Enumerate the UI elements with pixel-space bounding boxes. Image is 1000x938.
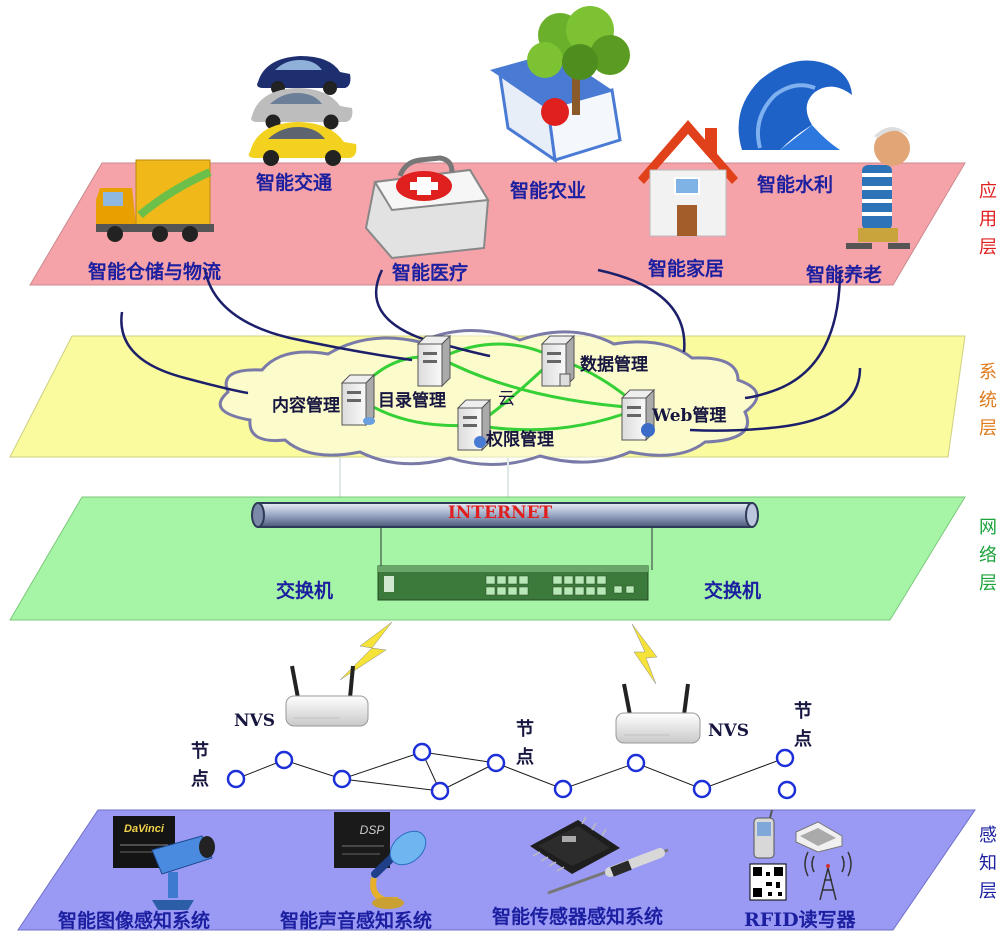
- sensor-node: [692, 779, 712, 799]
- perception-label-sound: 智能声音感知系统: [280, 910, 433, 932]
- perception-label-image: 智能图像感知系统: [58, 910, 211, 932]
- app-label-water: 智能水利: [757, 174, 834, 196]
- server-label-web: Web管理: [652, 406, 727, 426]
- first-aid-kit-icon: [364, 155, 490, 260]
- agriculture-icon: [490, 6, 630, 164]
- sensor-node: [775, 748, 795, 768]
- app-label-agriculture: 智能农业: [510, 180, 587, 202]
- sensor-node: [777, 780, 797, 800]
- nvs-label-right: NVS: [708, 721, 750, 741]
- dsp-chip-text: DSP: [360, 823, 385, 837]
- node-label: 节点: [191, 741, 209, 790]
- node-label: 节点: [794, 701, 812, 750]
- side-label-application: 应用层: [979, 181, 997, 258]
- camera-icon: [151, 835, 215, 910]
- qr-code-icon: [749, 863, 787, 901]
- sensor-node: [626, 753, 646, 773]
- app-label-logistics: 智能仓储与物流: [88, 261, 222, 283]
- server-icon: [416, 334, 452, 388]
- davinci-chip-text: DaVinci: [124, 823, 165, 835]
- router-icon: [285, 665, 369, 727]
- dsp-chip-icon: DSP: [334, 812, 390, 868]
- car-icon: [251, 88, 353, 130]
- switch-icon: [377, 565, 649, 601]
- sensor-node: [332, 769, 352, 789]
- wireless-signal-icon: [631, 623, 658, 685]
- router-icon: [615, 683, 701, 744]
- processor-chip-icon: [530, 816, 620, 874]
- app-label-home: 智能家居: [648, 258, 725, 280]
- connection-curves: [120, 268, 862, 432]
- truck-icon: [96, 159, 214, 242]
- server-label-permission: 权限管理: [486, 430, 554, 450]
- server-icon: [456, 398, 492, 452]
- perception-plane: [17, 809, 976, 931]
- water-icon: [738, 60, 852, 150]
- sensor-node: [430, 781, 450, 801]
- antenna-tower-icon: [804, 851, 852, 901]
- app-label-medical: 智能医疗: [392, 262, 469, 284]
- switch-label-left: 交换机: [276, 580, 334, 602]
- server-label-data: 数据管理: [580, 355, 648, 375]
- node-markers: [226, 742, 797, 801]
- switch-label-right: 交换机: [704, 580, 762, 602]
- cloud-label: 云: [498, 389, 515, 409]
- server-label-directory: 目录管理: [378, 391, 446, 411]
- application-plane: [29, 162, 966, 286]
- side-label-network: 网络层: [979, 517, 997, 594]
- perception-label-sensor: 智能传感器感知系统: [492, 906, 664, 928]
- sensor-node: [412, 742, 432, 762]
- server-icon: [340, 373, 376, 427]
- app-label-traffic: 智能交通: [256, 172, 333, 194]
- side-label-system: 系统层: [979, 362, 997, 439]
- server-label-content: 内容管理: [272, 396, 340, 416]
- sensor-probe-icon: [547, 848, 669, 895]
- elderly-person-icon: [846, 127, 910, 249]
- car-icon: [257, 56, 351, 95]
- sensor-node: [553, 779, 573, 799]
- house-icon: [638, 120, 738, 237]
- node-label: 节点: [516, 719, 534, 768]
- layer-connectors: [339, 458, 509, 498]
- internet-backbone: [251, 502, 759, 528]
- wireless-signal-icon: [339, 621, 393, 681]
- nvs-label-left: NVS: [234, 711, 276, 731]
- sensor-node: [226, 769, 246, 789]
- microphone-icon: [370, 830, 427, 909]
- perception-label-rfid: RFID读写器: [744, 909, 856, 931]
- side-label-perception: 感知层: [979, 825, 997, 902]
- internet-label: INTERNET: [447, 503, 553, 523]
- car-icon: [248, 122, 357, 166]
- sensor-node: [274, 750, 294, 770]
- rfid-reader-icon: [795, 821, 843, 853]
- server-icon: [540, 334, 576, 388]
- server-icon: [620, 388, 656, 442]
- sensor-node: [486, 753, 506, 773]
- app-label-elderly: 智能养老: [806, 264, 883, 286]
- phone-icon: [753, 809, 775, 859]
